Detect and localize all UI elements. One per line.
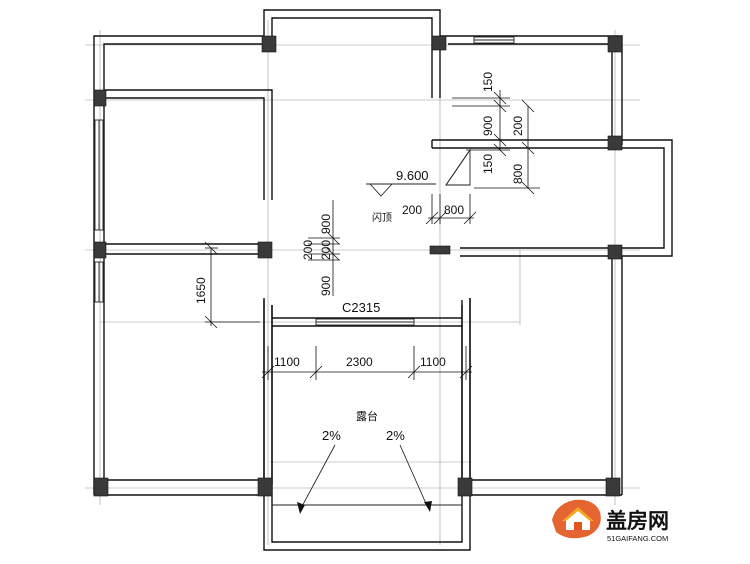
- slope-arrow-left-head: [297, 502, 305, 514]
- brand-name: 盖房网: [606, 509, 669, 533]
- brand-logo: 盖房网 51GAIFANG.COM: [552, 499, 669, 543]
- dimension-labels: 150 900 200 150 800 200 800 900 200 200 …: [194, 72, 525, 369]
- dim-150-mid: 150: [481, 154, 495, 174]
- columns: [93, 35, 623, 497]
- dim-800-right: 800: [511, 164, 525, 184]
- slope-arrow-right-head: [424, 501, 432, 512]
- dim-200-vertical-a: 200: [301, 240, 315, 260]
- dim-200-right: 200: [511, 116, 525, 136]
- dim-1650: 1650: [194, 277, 208, 304]
- elevation-marker: [366, 183, 436, 197]
- axis-lines: [85, 20, 640, 545]
- dim-900-vertical-bottom: 900: [319, 276, 333, 296]
- roof-label: 闪顶: [372, 211, 392, 224]
- dim-900-vertical-top: 900: [319, 214, 333, 234]
- interior-walls: [94, 89, 471, 485]
- dim-200-h: 200: [402, 203, 422, 217]
- dimension-lines: [204, 90, 540, 380]
- dim-2300: 2300: [346, 355, 373, 369]
- roof-opening: [445, 148, 471, 186]
- windows: [94, 36, 515, 326]
- dim-150-top: 150: [481, 72, 495, 92]
- dim-800-h: 800: [444, 203, 464, 217]
- dim-900-right: 900: [481, 116, 495, 136]
- house-logo-icon: [552, 499, 601, 539]
- exterior-walls: [93, 9, 673, 551]
- dim-200-vertical-b: 200: [319, 240, 333, 260]
- slope-arrows: [297, 444, 432, 514]
- terrace-label: 露台: [356, 409, 378, 423]
- dim-1100-right: 1100: [420, 355, 446, 369]
- slope-left-label: 2%: [322, 428, 341, 443]
- window-label: C2315: [342, 300, 380, 315]
- brand-url: 51GAIFANG.COM: [607, 534, 668, 543]
- elevation-label: 9.600: [396, 168, 429, 183]
- slope-right-label: 2%: [386, 428, 405, 443]
- dim-1100-left: 1100: [274, 355, 300, 369]
- plan-labels: 9.600 闪顶 C2315 露台 2% 2%: [322, 168, 429, 443]
